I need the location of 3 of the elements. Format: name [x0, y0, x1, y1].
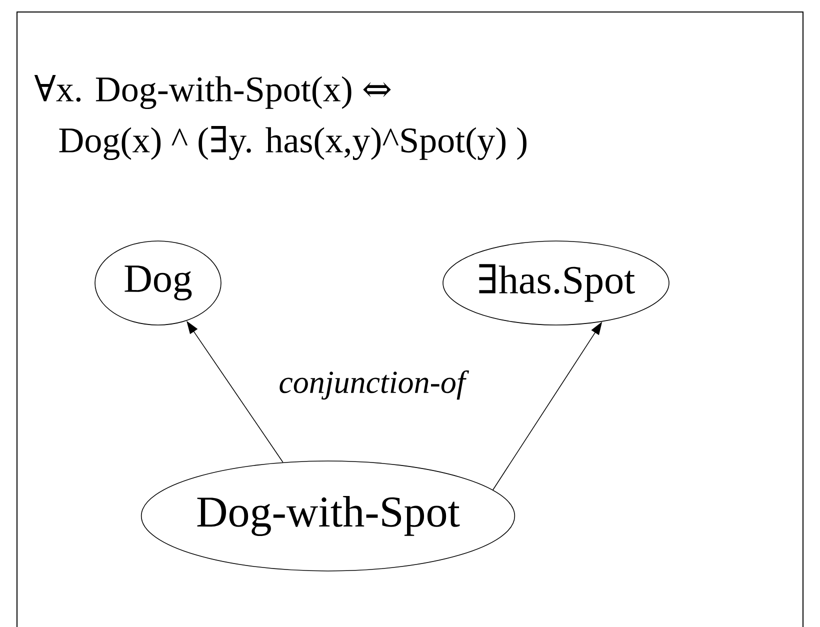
formula-text: Dog(x) ^ (∃y. has(x,y)^Spot(y) ): [59, 126, 526, 160]
formula-text: ∀x. Dog-with-Spot(x) ⇔: [34, 75, 391, 109]
edge-label: conjunction-of: [278, 369, 470, 401]
